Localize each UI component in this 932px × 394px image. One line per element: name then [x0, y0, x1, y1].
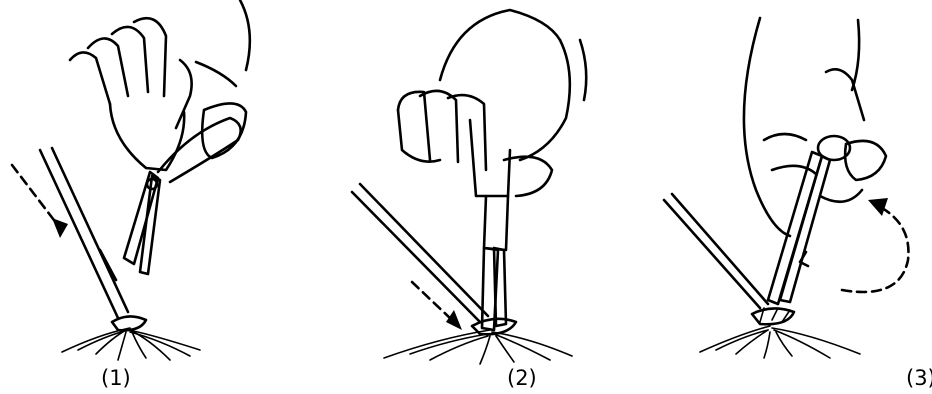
step-1-illustration [12, 0, 250, 360]
step-3-scissors [768, 136, 850, 304]
step-3-hand [744, 18, 886, 236]
step-1-plant-base [62, 316, 200, 360]
step-2-stems [352, 184, 488, 322]
step-3-plant-base [700, 308, 860, 358]
step-3-stems [664, 194, 768, 308]
step-1-label: (1) [101, 368, 131, 389]
step-1-stems [40, 148, 128, 318]
step-3-illustration [664, 18, 908, 358]
step-3-label: (3) [906, 368, 932, 389]
step-2-illustration [352, 10, 586, 364]
step-3-rotation-arrow [842, 198, 908, 292]
step-2-direction-arrow [412, 282, 462, 330]
step-2-plant-base [384, 319, 572, 364]
step-1-scissors [124, 118, 241, 274]
step-2-hand [398, 10, 586, 196]
step-1-hand [70, 0, 250, 170]
step-2-scissors [482, 157, 552, 330]
step-2-label: (2) [507, 368, 537, 389]
step-1-direction-arrow [12, 165, 68, 238]
